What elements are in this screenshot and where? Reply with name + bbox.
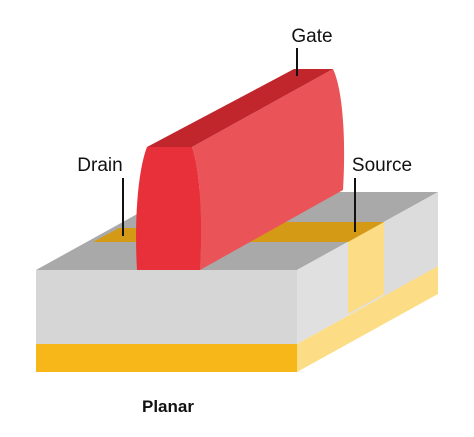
gate-top-face: [147, 69, 333, 147]
substrate-side-gold: [297, 266, 438, 372]
drain-label: Drain: [77, 155, 122, 176]
substrate-gold-base: [36, 344, 297, 372]
substrate-side-shade: [384, 192, 438, 296]
substrate-front-face: [36, 270, 297, 344]
source-label: Source: [352, 155, 412, 176]
gate: [136, 69, 345, 270]
gate-label: Gate: [291, 26, 332, 47]
leader-lines: [122, 48, 356, 236]
gate-side-face: [192, 69, 345, 270]
source-region-side: [348, 222, 384, 314]
diagram-caption: Planar: [142, 397, 194, 416]
gate-front-face: [136, 147, 202, 270]
